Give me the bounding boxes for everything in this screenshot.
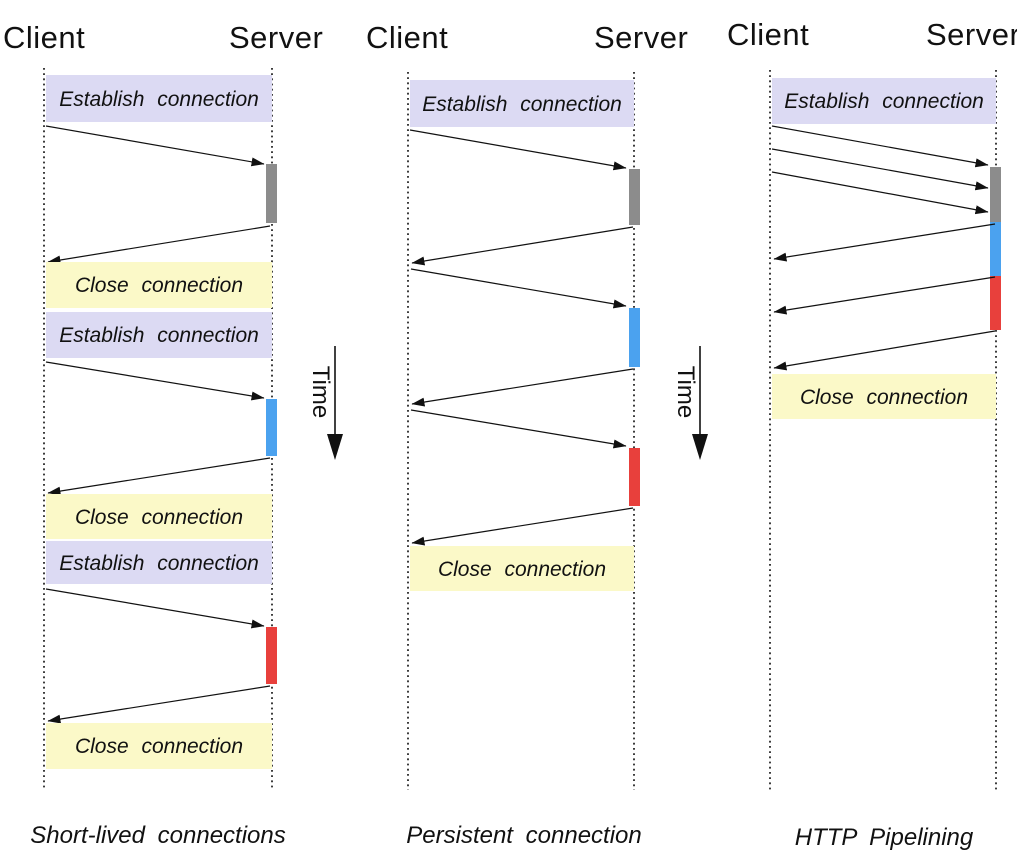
request-arrow xyxy=(45,361,265,401)
close-connection-box xyxy=(46,723,272,769)
request-arrow xyxy=(410,268,627,309)
close-connection-box xyxy=(46,494,272,539)
response-arrow xyxy=(411,507,634,546)
response-arrow xyxy=(47,457,271,496)
processing-bar-red xyxy=(266,627,277,684)
server-label: Server xyxy=(229,20,323,55)
request-arrow xyxy=(410,409,627,449)
processing-bar-gray xyxy=(266,164,277,223)
time-label: Time xyxy=(307,366,334,418)
request-arrow xyxy=(771,171,989,215)
response-arrow xyxy=(411,368,634,407)
close-connection-box xyxy=(410,546,634,591)
request-arrow xyxy=(771,148,989,191)
close-connection-label: Close connection xyxy=(75,735,243,758)
close-connection-label: Close connection xyxy=(800,386,968,409)
processing-bar-blue xyxy=(266,399,277,456)
time-arrowhead-icon xyxy=(327,434,343,460)
establish-connection-label: Establish connection xyxy=(59,552,259,575)
response-arrow xyxy=(773,276,996,315)
response-arrow xyxy=(47,685,271,724)
time-axis: Time xyxy=(307,346,343,460)
processing-bar-blue xyxy=(629,308,640,367)
establish-connection-box xyxy=(410,80,634,127)
server-label: Server xyxy=(594,20,688,55)
time-label: Time xyxy=(672,366,699,418)
request-arrow xyxy=(409,129,627,171)
close-connection-label: Close connection xyxy=(438,558,606,581)
establish-connection-label: Establish connection xyxy=(784,90,984,113)
processing-bar-gray xyxy=(629,169,640,225)
response-arrow xyxy=(47,225,271,265)
client-label: Client xyxy=(727,17,809,52)
close-connection-label: Close connection xyxy=(75,274,243,297)
response-arrow xyxy=(773,223,996,262)
request-arrow xyxy=(45,125,265,167)
close-connection-label: Close connection xyxy=(75,506,243,529)
response-arrow xyxy=(411,226,634,266)
panel-caption: Short-lived connections xyxy=(30,822,285,849)
establish-connection-box xyxy=(772,78,996,124)
establish-connection-label: Establish connection xyxy=(59,324,259,347)
panel-short-lived-connections: Client Server Establish connection Close… xyxy=(3,20,323,849)
time-axis: Time xyxy=(672,346,708,460)
request-arrow xyxy=(771,125,989,168)
server-label: Server xyxy=(926,17,1017,52)
panel-http-pipelining: Client Server Establish connection Close… xyxy=(727,17,1017,851)
establish-connection-box xyxy=(46,312,272,358)
panel-persistent-connection: Client Server Establish connection Close… xyxy=(366,20,688,849)
panel-caption: HTTP Pipelining xyxy=(795,824,974,851)
processing-bar-blue xyxy=(990,222,1001,276)
processing-bar-red xyxy=(990,276,1001,330)
close-connection-box xyxy=(46,262,272,308)
establish-connection-label: Establish connection xyxy=(59,88,259,111)
response-arrow xyxy=(773,330,996,371)
client-label: Client xyxy=(3,20,85,55)
processing-bar-gray xyxy=(990,167,1001,222)
time-arrowhead-icon xyxy=(692,434,708,460)
processing-bar-red xyxy=(629,448,640,506)
panel-caption: Persistent connection xyxy=(406,822,641,849)
establish-connection-box xyxy=(46,75,272,122)
client-label: Client xyxy=(366,20,448,55)
request-arrow xyxy=(45,588,265,629)
establish-connection-box xyxy=(46,541,272,584)
establish-connection-label: Establish connection xyxy=(422,93,622,116)
close-connection-box xyxy=(772,374,996,419)
